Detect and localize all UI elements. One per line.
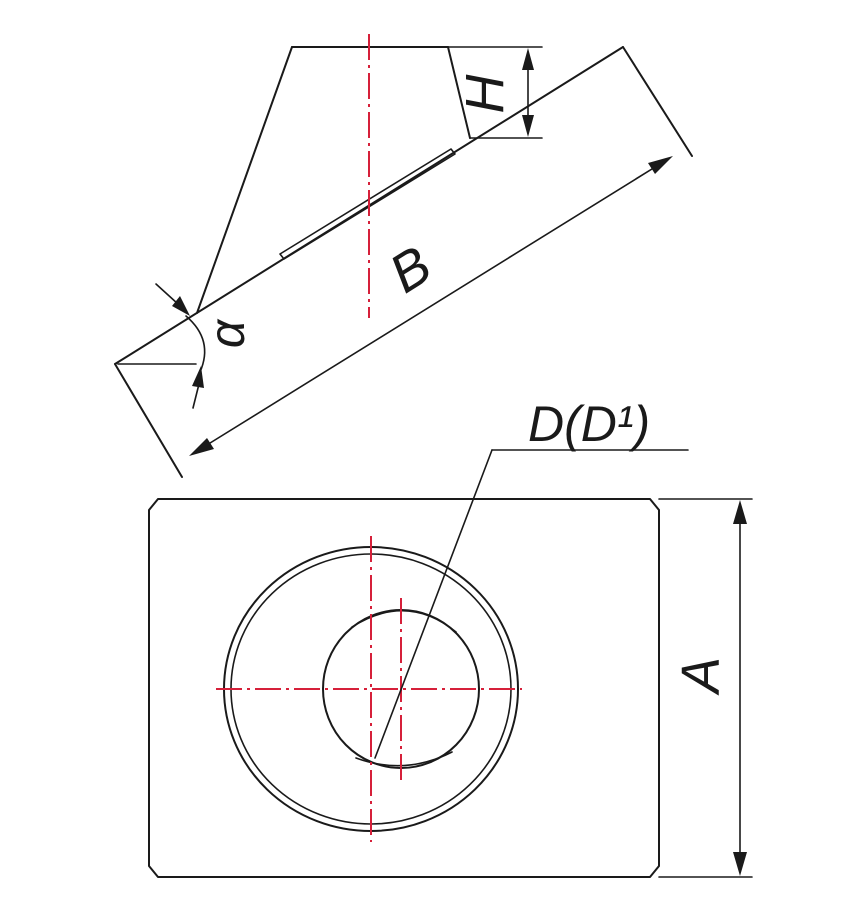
b-label: B [379,235,441,305]
seal-plate [279,148,456,260]
a-arrow-top [733,500,747,524]
left-slant-edge [196,46,293,314]
alpha-leader-bottom [192,383,200,409]
b-dimension-line [201,163,661,449]
top-view: D(D¹) A [148,396,753,878]
d-label: D(D¹) [528,396,650,452]
h-arrow-top [522,48,534,70]
right-slant-edge [447,46,471,139]
alpha-arrow-bottom [192,366,204,388]
alpha-arc [185,315,206,373]
a-arrow-bottom [733,852,747,876]
a-label: A [671,657,731,696]
b-arrow-right [648,156,673,174]
alpha-arrow-top [172,296,190,316]
d-leader [374,449,493,759]
alpha-leader-top [155,283,179,305]
b-arrow-left [189,438,214,456]
base-left-end [114,363,183,478]
h-label: H [455,74,515,114]
h-arrow-bottom [522,115,534,137]
base-right-end [622,46,693,157]
alpha-label: α [199,318,255,348]
base-plate [148,498,660,878]
pipe-opening-inner-edge [351,609,457,767]
